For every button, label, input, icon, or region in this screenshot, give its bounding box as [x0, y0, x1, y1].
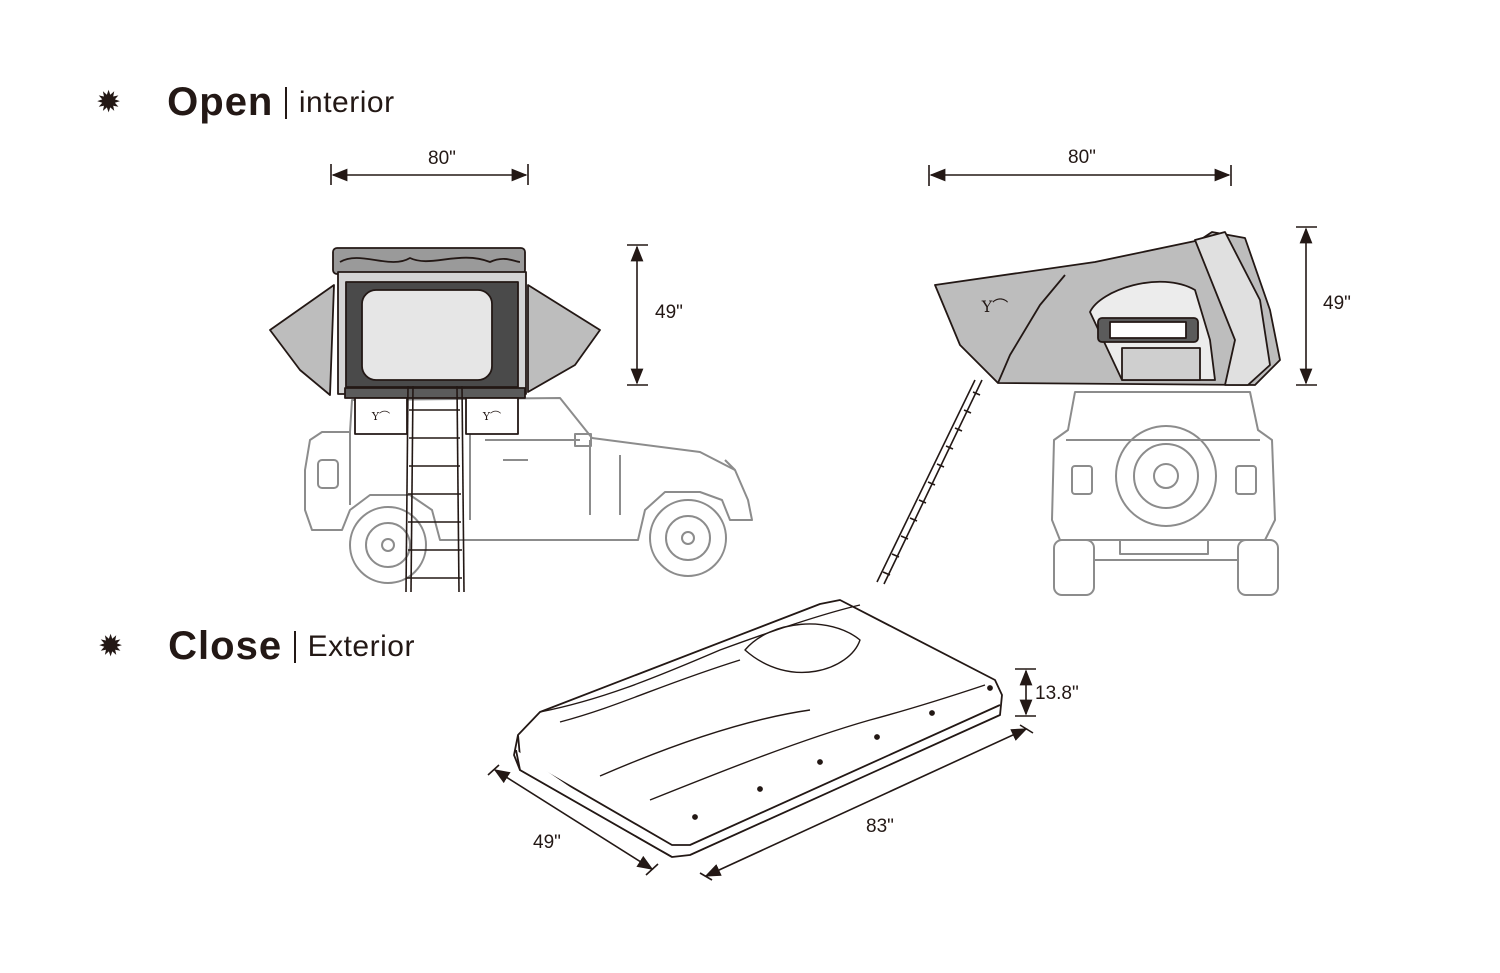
svg-text:Y⌒: Y⌒ [371, 410, 390, 423]
sun-icon: ✹ [96, 85, 122, 119]
svg-text:Y⌒: Y⌒ [981, 297, 1009, 316]
rear-height-dimension [1296, 226, 1317, 386]
side-view-tent: Y⌒ Y⌒ [269, 247, 601, 593]
rear-height-label: 49" [1323, 293, 1351, 314]
section-title-open: Open [167, 80, 274, 124]
side-height-label: 49" [655, 302, 683, 323]
rear-view-tent: Y⌒ [876, 231, 1281, 585]
section-heading-close: ✹ Close Exterior [98, 624, 415, 669]
side-width-label: 80" [428, 148, 456, 169]
section-heading-open: ✹ Open interior [96, 80, 395, 125]
heading-divider [294, 630, 296, 663]
side-height-dimension [627, 244, 648, 386]
closed-width-label: 49" [533, 832, 561, 853]
svg-text:Y⌒: Y⌒ [482, 410, 501, 423]
closed-height-label: 13.8" [1035, 683, 1079, 704]
closed-width-dimension [487, 764, 659, 876]
rear-width-dimension [928, 165, 1232, 186]
heading-divider [285, 86, 287, 119]
section-subtitle-open: interior [298, 85, 395, 119]
section-title-close: Close [168, 624, 283, 668]
closed-length-dimension [699, 724, 1034, 881]
rear-view-vehicle [1051, 391, 1279, 596]
closed-length-label: 83" [866, 816, 894, 837]
sun-icon: ✹ [98, 629, 124, 663]
side-width-dimension [330, 164, 529, 185]
rear-width-label: 80" [1068, 147, 1096, 168]
closed-height-dimension [1015, 668, 1036, 717]
section-subtitle-close: Exterior [307, 629, 415, 663]
closed-shell [513, 599, 1003, 858]
